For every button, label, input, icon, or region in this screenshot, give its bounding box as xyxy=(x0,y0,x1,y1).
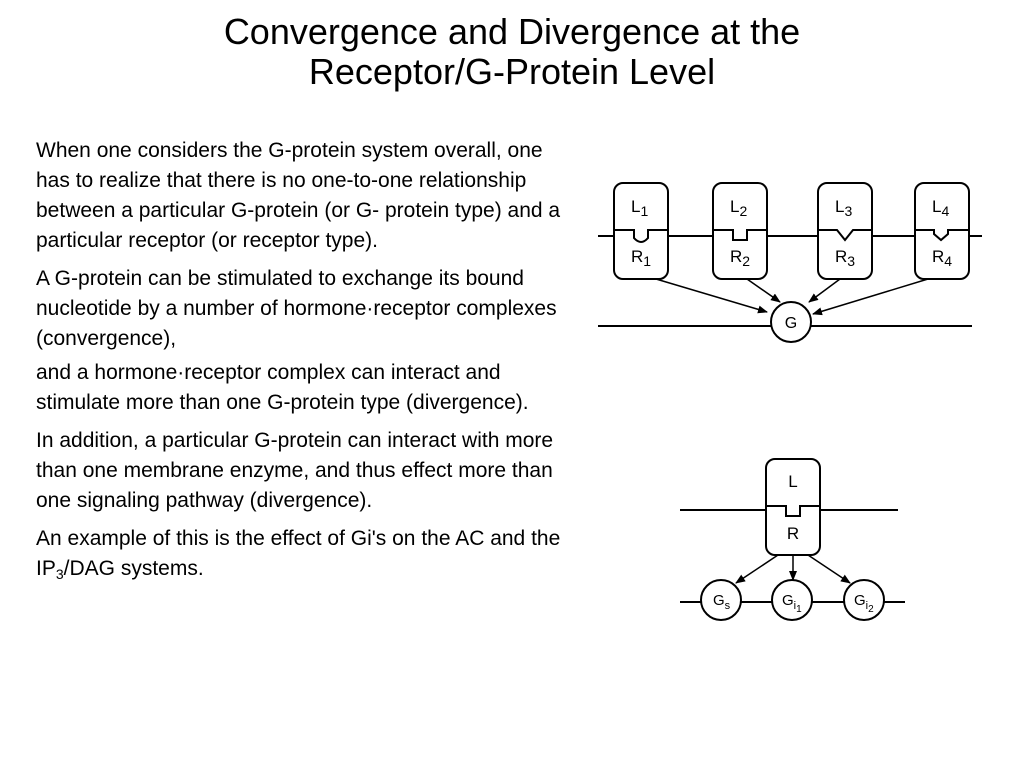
gi1-label: Gi1 xyxy=(782,592,802,615)
gi2-subsub: 2 xyxy=(868,604,874,615)
receptor-label-2: R2 xyxy=(730,247,750,269)
gi1-main: G xyxy=(782,592,794,609)
slide-title: Convergence and Divergence at the Recept… xyxy=(0,12,1024,92)
receptor-letter: R xyxy=(730,247,742,266)
title-line-2: Receptor/G-Protein Level xyxy=(308,51,716,92)
gs-circle xyxy=(700,579,742,621)
arrow-to-gs xyxy=(735,554,779,584)
receptor-unit-3: L3 R3 xyxy=(817,182,873,280)
arrow-r2-to-g xyxy=(746,278,781,303)
ligand-letter: L xyxy=(932,197,941,216)
receptor-unit-1: L1 R1 xyxy=(613,182,669,280)
ligand-index: 4 xyxy=(941,203,949,219)
ligand-label-3: L3 xyxy=(835,197,852,219)
div-ligand-label: L xyxy=(788,472,797,491)
g-protein-label: G xyxy=(785,315,797,332)
paragraph-3: and a hormone·receptor complex can inter… xyxy=(36,361,529,414)
paragraph-4: In addition, a particular G-protein can … xyxy=(36,429,554,512)
gi2-circle xyxy=(843,579,885,621)
gs-main: G xyxy=(713,592,725,609)
ligand-letter: L xyxy=(730,197,739,216)
receptor-unit-2: L2 R2 xyxy=(712,182,768,280)
ligand-index: 3 xyxy=(844,203,852,219)
receptor-letter: R xyxy=(631,247,643,266)
ligand-label-1: L1 xyxy=(631,197,648,219)
ligand-label-4: L4 xyxy=(932,197,949,219)
gi2-label: Gi2 xyxy=(854,592,874,615)
ligand-letter: L xyxy=(631,197,640,216)
ligand-label-2: L2 xyxy=(730,197,747,219)
gi1-subsub: 1 xyxy=(796,604,802,615)
div-receptor-unit: L R xyxy=(765,458,821,556)
gi2-sub: i xyxy=(866,600,868,612)
gi1-sub: i xyxy=(794,600,796,612)
paragraph-5: An example of this is the effect of Gi's… xyxy=(36,524,568,584)
receptor-letter: R xyxy=(835,247,847,266)
g-protein-circle xyxy=(770,301,812,343)
receptor-label-1: R1 xyxy=(631,247,651,269)
arrow-r3-to-g xyxy=(808,278,841,303)
arrow-r4-to-g xyxy=(812,278,929,316)
paragraph-2: A G-protein can be stimulated to exchang… xyxy=(36,267,557,350)
receptor-unit-4: L4 R4 xyxy=(914,182,970,280)
gs-sub: s xyxy=(725,600,731,612)
arrow-to-gi2 xyxy=(807,554,851,584)
body-text: When one considers the G-protein system … xyxy=(36,136,568,592)
receptor-index: 2 xyxy=(742,253,750,269)
gi1-circle xyxy=(771,579,813,621)
ligand-index: 1 xyxy=(640,203,648,219)
ligand-index: 2 xyxy=(739,203,747,219)
receptor-index: 4 xyxy=(944,253,952,269)
receptor-label-4: R4 xyxy=(932,247,952,269)
arrow-r1-to-g xyxy=(655,278,768,314)
gi2-main: G xyxy=(854,592,866,609)
paragraph-5-subscript: 3 xyxy=(55,566,64,582)
paragraph-5-tail: /DAG systems. xyxy=(63,557,204,580)
receptor-index: 1 xyxy=(643,253,651,269)
paragraph-5-text: An example of this is the effect of Gi's… xyxy=(36,527,561,580)
div-receptor-label: R xyxy=(787,524,799,543)
title-line-1: Convergence and Divergence at the xyxy=(223,11,801,52)
paragraph-1: When one considers the G-protein system … xyxy=(36,139,561,252)
ligand-letter: L xyxy=(835,197,844,216)
receptor-index: 3 xyxy=(847,253,855,269)
receptor-letter: R xyxy=(932,247,944,266)
receptor-label-3: R3 xyxy=(835,247,855,269)
gs-label: Gs xyxy=(713,592,731,612)
